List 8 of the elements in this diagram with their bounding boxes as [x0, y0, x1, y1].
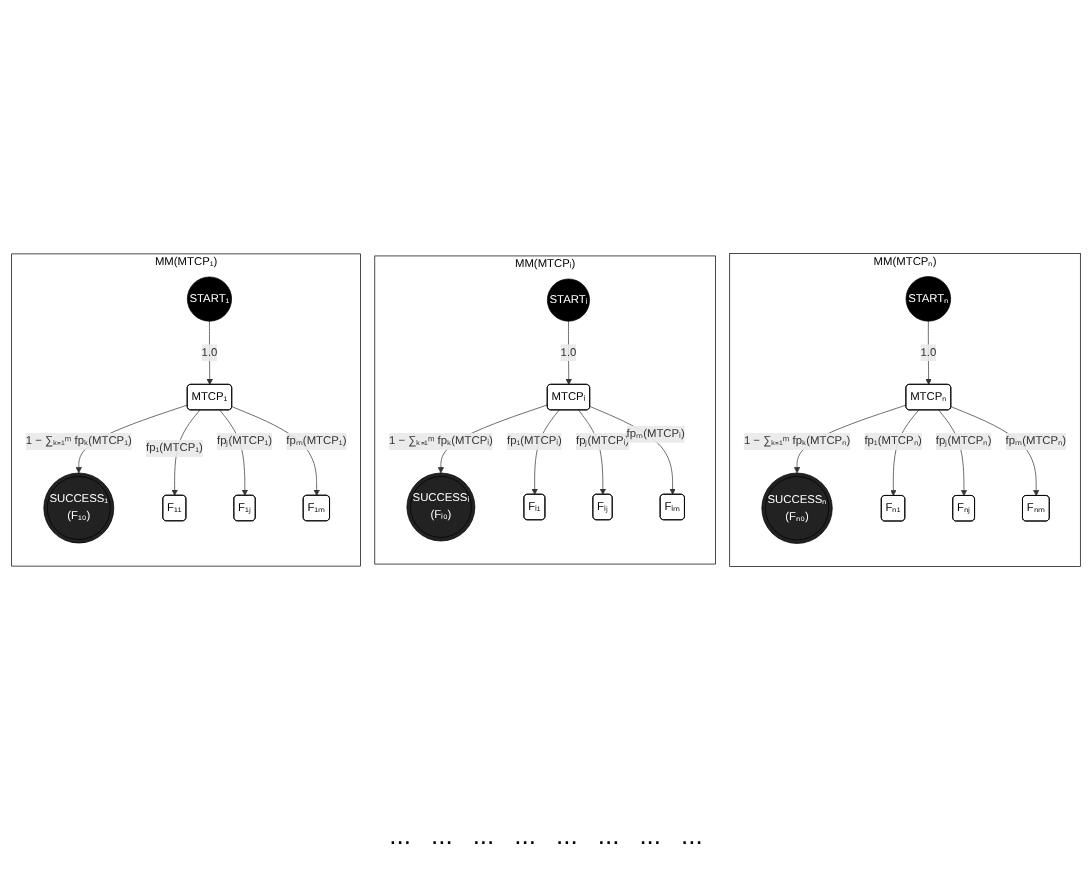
ellipsis: ...	[556, 820, 578, 850]
ellipsis: ...	[472, 820, 495, 850]
ellipsis: ...	[597, 820, 620, 850]
ellipsis: ...	[514, 820, 536, 850]
ellipsis: ...	[389, 820, 411, 850]
ellipsis: ...	[681, 820, 703, 850]
ellipsis: ...	[430, 820, 453, 850]
ellipsis: ...	[639, 820, 662, 850]
